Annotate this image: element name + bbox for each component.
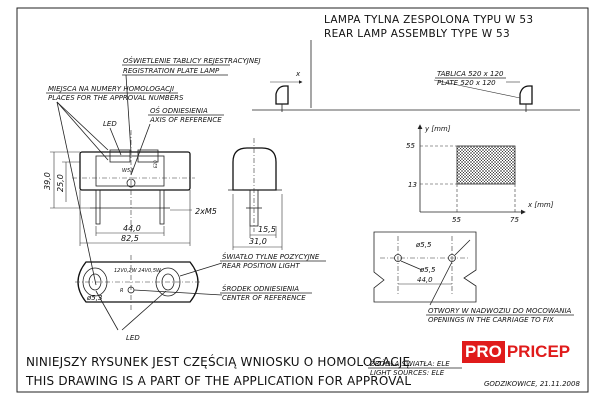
callout-axis-pl: OŚ ODNIESIENIA (150, 106, 208, 115)
graph-y-13: 13 (408, 181, 417, 189)
dim-39: 39,0 (43, 172, 52, 190)
hatched-area (456, 145, 516, 185)
callout-holes-en: OPENINGS IN THE CARRIAGE TO FIX (428, 316, 554, 324)
callout-position-en: REAR POSITION LIGHT (222, 262, 300, 270)
dim-44: 44,0 (123, 224, 141, 233)
graph-x-75: 75 (510, 216, 519, 224)
ws-mark: W53 (122, 168, 133, 174)
callout-plate-en: REGISTRATION PLATE LAMP (123, 67, 220, 75)
callout-led-top: LED (103, 120, 117, 128)
dim-15: 15,5 (258, 225, 276, 234)
callout-position-pl: ŚWIATŁO TYLNE POZYCYJNE (222, 252, 320, 261)
front-view: W53 E20 (72, 130, 195, 232)
callout-approval-en: PLACES FOR THE APPROVAL NUMBERS (48, 94, 184, 102)
plate-graph (417, 124, 526, 215)
dim-25: 25,0 (56, 174, 65, 192)
callout-holes-pl: OTWORY W NADWOZIU DO MOCOWANIA (428, 307, 572, 315)
logo-pro: PRO (462, 341, 505, 363)
graph-x-label: x [mm] (527, 201, 554, 209)
dim-31: 31,0 (249, 237, 267, 246)
callout-approval-pl: MIEJSCA NA NUMERY HOMOLOGACJI (48, 85, 174, 93)
lens-view (75, 255, 200, 331)
x-mark: x (295, 70, 301, 78)
mounting-holes (373, 231, 477, 306)
leader-lines-top (56, 74, 151, 286)
callout-axis-en: AXIS OF REFERENCE (149, 116, 222, 124)
callout-center-en: CENTER OF REFERENCE (222, 294, 306, 302)
drawing-frame (16, 7, 589, 393)
callout-tabulka-pl: TABLICA 520 x 120 (437, 70, 504, 78)
dim-bolts: 2xM5 (195, 207, 217, 216)
footer-en: THIS DRAWING IS A PART OF THE APPLICATIO… (25, 374, 411, 388)
callout-center-pl: ŚRODEK ODNIESIENIA (222, 284, 299, 293)
callout-light-en: LIGHT SOURCES: ELE (370, 369, 445, 377)
dim-55b: ø5,5 (419, 266, 436, 274)
plate-side-view: x (252, 40, 580, 112)
footer-pl: NINIEJSZY RYSUNEK JEST CZĘŚCIĄ WNIOSKU O… (26, 354, 410, 369)
callout-led-bottom: LED (126, 334, 140, 342)
graph-y-label: y [mm] (424, 125, 451, 133)
dim-44b: 44,0 (417, 276, 433, 284)
callout-light-pl: ŹRÓDŁA ŚWIATŁA: ELE (369, 359, 450, 368)
dim-82: 82,5 (121, 234, 139, 243)
graph-x-55: 55 (452, 216, 461, 224)
logo-pricep: PRICEP (504, 341, 573, 363)
dim-55a: ø5,5 (415, 241, 432, 249)
place-date: GODZIKOWICE, 21.11.2008 (484, 380, 580, 388)
callout-tabulka-en: PLATE 520 x 120 (437, 79, 496, 87)
title-pl: LAMPA TYLNA ZESPOLONA TYPU W 53 (324, 14, 533, 26)
e-mark: E20 (153, 160, 158, 168)
side-view (228, 138, 283, 250)
graph-y-55: 55 (406, 142, 415, 150)
front-dimensions (50, 151, 192, 246)
dim-53: ø5,3 (86, 294, 102, 302)
title-en: REAR LAMP ASSEMBLY TYPE W 53 (324, 28, 510, 40)
propricep-logo: PRO PRICEP (462, 341, 573, 363)
callout-plate-pl: OŚWIETLENIE TABLICY REJESTRACYJNEJ (123, 56, 261, 65)
lens-text: 12V0,2W 24V0,5W (114, 268, 162, 274)
r-mark: R (120, 288, 123, 294)
